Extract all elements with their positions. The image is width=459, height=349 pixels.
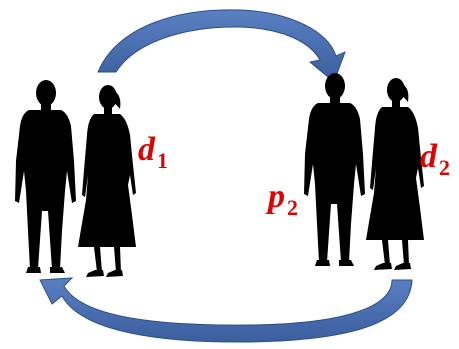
label-d2: d2 xyxy=(420,138,450,179)
left-woman-silhouette xyxy=(78,85,136,277)
right-man-silhouette xyxy=(304,73,365,266)
label-p2-sub: 2 xyxy=(287,195,298,220)
label-d2-main: d xyxy=(420,138,437,175)
label-d1-main: d xyxy=(138,131,155,168)
label-d1-sub: 1 xyxy=(157,148,168,173)
right-woman-silhouette xyxy=(366,78,424,270)
label-d2-sub: 2 xyxy=(439,155,450,180)
curved-arrow-right-icon xyxy=(97,9,346,83)
curved-arrow-left-icon xyxy=(39,277,413,343)
label-d1: d1 xyxy=(138,131,168,172)
label-p2: p2 xyxy=(268,178,298,219)
label-p2-main: p xyxy=(268,178,285,215)
left-man-silhouette xyxy=(15,80,76,273)
